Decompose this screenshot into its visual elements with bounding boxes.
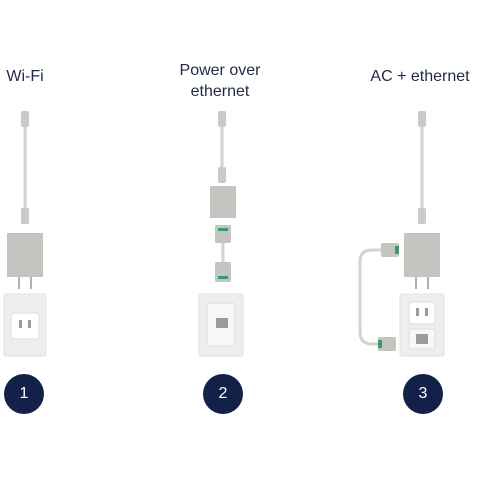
combo-wall-outlet-3 [399, 293, 445, 357]
cable-plug-bottom-2 [218, 167, 226, 183]
ethernet-wall-jack-2 [198, 293, 244, 357]
option-3-ac-ethernet-illustration [358, 111, 445, 357]
option-2-title: Power over ethernet [179, 62, 261, 100]
ethernet-plug-bottom-3 [378, 337, 396, 351]
power-adapter-3 [404, 233, 440, 277]
ethernet-cable-3 [358, 248, 381, 346]
wall-outlet-1 [3, 293, 47, 357]
cable-plug-bottom-3 [418, 208, 426, 224]
cable-plug-top-2 [218, 111, 226, 127]
option-1-wifi-illustration [3, 111, 47, 357]
option-2-number-badge: 2 [203, 374, 243, 414]
cable-plug-top-3 [418, 111, 426, 127]
ethernet-plug-bottom-2 [215, 262, 231, 282]
cable-plug-bottom-1 [21, 208, 29, 224]
cable-plug-top-1 [21, 111, 29, 127]
option-2-poe-illustration [198, 111, 244, 357]
option-3-title: AC + ethernet [370, 68, 470, 85]
power-adapter-1 [7, 233, 43, 277]
option-3-number-badge: 3 [403, 374, 443, 414]
option-1-number-badge: 1 [4, 374, 44, 414]
option-1-title: Wi-Fi [6, 68, 44, 85]
ethernet-plug-top-3 [381, 243, 399, 257]
ethernet-plug-top-2 [215, 225, 231, 243]
poe-injector [210, 186, 236, 218]
